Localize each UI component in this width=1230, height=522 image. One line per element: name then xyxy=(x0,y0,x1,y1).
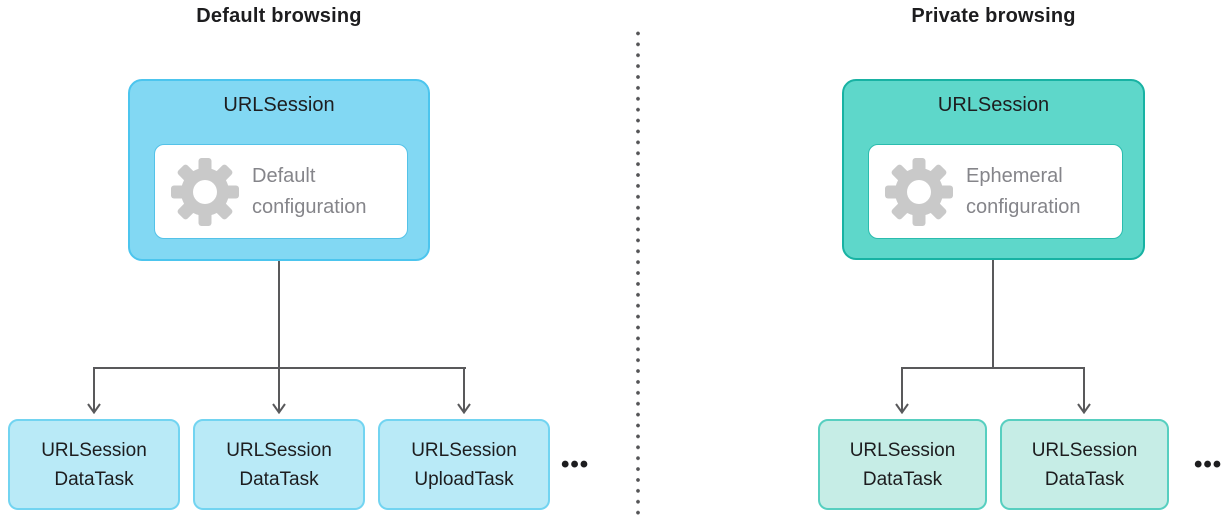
task-label-line2: DataTask xyxy=(1044,468,1125,490)
configuration-label: Default configuration xyxy=(252,164,367,218)
connector-stem xyxy=(278,261,280,368)
configuration-label: Ephemeral configuration xyxy=(966,164,1081,218)
default-configuration-card: Default configuration xyxy=(154,144,408,239)
task-label-line2: UploadTask xyxy=(414,468,514,490)
urlsession-label: URLSession xyxy=(223,94,335,116)
task-box-datatask: URLSession DataTask xyxy=(1000,419,1169,510)
task-label-line1: URLSession xyxy=(411,439,517,461)
task-label-line2: DataTask xyxy=(54,468,134,490)
default-browsing-title: Default browsing xyxy=(196,5,362,27)
task-box-uploadtask: URLSession UploadTask xyxy=(378,419,550,510)
arrow-down-icon xyxy=(1077,403,1091,414)
task-label-line1: URLSession xyxy=(1031,439,1138,461)
task-box-datatask: URLSession DataTask xyxy=(8,419,180,510)
default-urlsession-box: URLSession xyxy=(128,79,430,261)
task-label-line1: URLSession xyxy=(849,439,956,461)
more-tasks-ellipsis: ••• xyxy=(1194,451,1223,478)
task-box-datatask: URLSession DataTask xyxy=(818,419,987,510)
task-box-datatask: URLSession DataTask xyxy=(193,419,365,510)
private-browsing-title: Private browsing xyxy=(911,5,1076,27)
dotted-divider xyxy=(636,28,640,518)
task-label-line1: URLSession xyxy=(41,439,147,461)
gear-icon xyxy=(171,157,239,226)
task-label-line2: DataTask xyxy=(239,468,319,490)
connector-drop xyxy=(1083,367,1085,411)
task-label-line1: URLSession xyxy=(226,439,332,461)
private-urlsession-box: URLSession xyxy=(842,79,1145,260)
connector-branch xyxy=(901,367,1085,369)
arrow-down-icon xyxy=(895,403,909,414)
gear-icon xyxy=(885,157,953,226)
task-label-line2: DataTask xyxy=(862,468,943,490)
ephemeral-configuration-card: Ephemeral configuration xyxy=(868,144,1123,239)
urlsession-label: URLSession xyxy=(937,94,1050,116)
connector-stem xyxy=(992,260,994,368)
arrow-down-icon xyxy=(272,403,286,414)
arrow-down-icon xyxy=(457,403,471,414)
arrow-down-icon xyxy=(87,403,101,414)
connector-drop xyxy=(463,367,465,411)
connector-drop xyxy=(901,367,903,411)
connector-drop xyxy=(278,367,280,411)
more-tasks-ellipsis: ••• xyxy=(561,451,590,478)
connector-drop xyxy=(93,367,95,411)
